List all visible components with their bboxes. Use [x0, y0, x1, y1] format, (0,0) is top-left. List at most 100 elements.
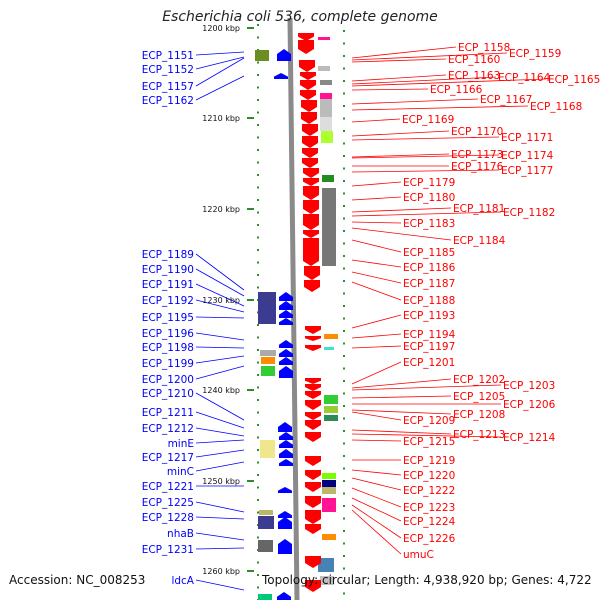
gene-label-forward: ECP_1190 [142, 264, 194, 276]
track-dot [343, 380, 345, 382]
track-dot [343, 42, 345, 45]
track-dot [257, 449, 259, 451]
reverse-gene-arrow [298, 40, 314, 54]
reverse-gene-arrow [305, 412, 321, 420]
gene-label-reverse: ECP_1183 [403, 218, 455, 230]
forward-gene-arrow [279, 459, 293, 466]
gene-leader-line [195, 332, 245, 341]
gene-leader-line [351, 52, 508, 61]
gene-label-reverse: ECP_1194 [403, 329, 456, 341]
reverse-gene-arrow [303, 230, 319, 238]
track-dot [257, 36, 259, 39]
track-dot [343, 355, 345, 357]
gene-label-reverse: umuC [403, 549, 434, 561]
track-dot [343, 542, 345, 545]
track-dot [343, 192, 345, 195]
gene-label-reverse: ECP_1193 [403, 310, 455, 322]
gene-leader-line [351, 130, 450, 137]
gene-leader-line [351, 153, 450, 158]
strand-dots [257, 24, 345, 601]
gene-label-reverse: ECP_1163 [448, 70, 500, 82]
gene-leader-line [351, 411, 402, 421]
reverse-gene-arrow [305, 496, 321, 508]
forward-gene-arrow [274, 73, 288, 79]
gene-label-forward: ECP_1221 [142, 481, 194, 493]
feature-block [322, 498, 336, 512]
gene-label-reverse: ECP_1180 [403, 192, 455, 204]
track-dot [257, 199, 259, 201]
track-dot [343, 55, 345, 57]
feature-block [255, 50, 269, 61]
track-dot [343, 217, 345, 220]
gene-leader-line [351, 58, 447, 63]
reverse-gene-arrow [303, 178, 319, 186]
track-dot [257, 236, 259, 239]
forward-gene-arrow [279, 340, 293, 348]
gene-leader-line [351, 136, 500, 141]
track-dot [257, 261, 259, 264]
track-dot [343, 292, 345, 295]
map-title: Escherichia coli 536, complete genome [162, 9, 438, 25]
gene-leader-line [195, 51, 245, 56]
gene-label-forward: ECP_1198 [142, 342, 194, 354]
gene-label-forward: ECP_1196 [142, 328, 195, 340]
track-dot [257, 74, 259, 76]
gene-leader-line [351, 118, 401, 123]
gene-label-reverse: ECP_1160 [448, 54, 500, 66]
track-dot [257, 436, 259, 439]
reverse-gene-arrow [298, 33, 314, 41]
gene-label-forward: minC [167, 466, 194, 478]
track-dot [343, 492, 345, 495]
gene-label-forward: ldcA [171, 575, 194, 587]
gene-label-reverse: ECP_1205 [453, 391, 505, 403]
reverse-gene-arrow [303, 186, 319, 200]
track-dot [257, 486, 259, 489]
track-dot [257, 411, 259, 414]
gene-leader-line [195, 449, 245, 458]
feature-block [258, 292, 276, 324]
gene-leader-line [351, 239, 402, 253]
track-dot [257, 211, 259, 214]
track-dot [343, 255, 345, 257]
feature-block [320, 117, 332, 131]
gene-label-forward: ECP_1212 [142, 423, 194, 435]
track-dot [257, 461, 259, 464]
track-dot [343, 555, 345, 557]
track-dot [257, 136, 259, 139]
genome-axis [287, 17, 300, 601]
track-dot [257, 474, 259, 476]
forward-gene-arrow [279, 440, 293, 448]
gene-label-reverse: ECP_1214 [503, 432, 556, 444]
gene-leader-line [351, 487, 402, 508]
ruler-tick-label: 1260 kbp [202, 567, 240, 576]
feature-block [261, 357, 275, 364]
feature-block [260, 350, 276, 356]
track-dot [257, 186, 259, 189]
reverse-gene-arrow [303, 214, 319, 230]
gene-label-forward: ECP_1211 [142, 407, 194, 419]
gene-label-reverse: ECP_1173 [451, 149, 503, 161]
reverse-gene-arrow [305, 326, 321, 334]
forward-gene-arrow [279, 449, 293, 458]
track-dot [343, 367, 345, 370]
track-dot [257, 574, 259, 576]
gene-leader-line [195, 411, 245, 429]
gene-leader-line [351, 378, 452, 389]
accession-label: Accession: NC_008253 [9, 573, 146, 587]
gene-label-reverse: ECP_1215 [403, 436, 455, 448]
forward-feature-blocks [255, 50, 276, 600]
feature-block [324, 415, 338, 421]
track-dot [343, 205, 345, 207]
track-dot [257, 499, 259, 501]
gene-leader-line [195, 392, 245, 421]
gene-leader-line [351, 154, 500, 159]
track-dot [257, 224, 259, 226]
forward-gene-arrow [279, 366, 293, 378]
reverse-feature-blocks [318, 37, 338, 585]
gene-label-forward: ECP_1210 [142, 388, 194, 400]
track-dot [343, 230, 345, 232]
gene-label-forward: ECP_1192 [142, 295, 194, 307]
reverse-gene-arrow [305, 432, 321, 442]
reverse-gene-arrow [304, 280, 320, 292]
feature-block [318, 66, 330, 71]
